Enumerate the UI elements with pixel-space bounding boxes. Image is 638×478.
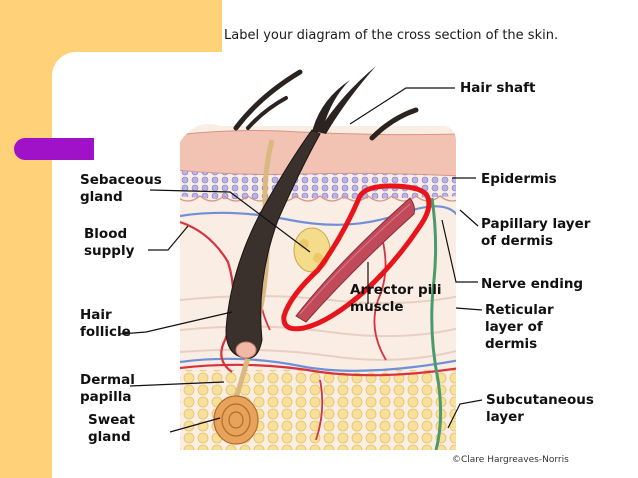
- label-line: supply: [84, 242, 135, 259]
- label-line: gland: [80, 188, 123, 205]
- label-reticular-layer: Reticular layer of dermis: [485, 302, 554, 353]
- label-epidermis: Epidermis: [481, 171, 557, 187]
- label-line: Hair: [80, 307, 112, 323]
- label-sweat-gland: Sweat gland: [88, 412, 135, 446]
- label-blood-supply: Blood supply: [84, 226, 134, 260]
- blue-vessel: [180, 357, 456, 372]
- hair-strand: [369, 107, 419, 141]
- skin-block: [180, 124, 456, 450]
- sweat-gland-coil: [213, 395, 259, 445]
- label-hair-shaft: Hair shaft: [460, 80, 536, 96]
- label-line: Sebaceous: [80, 172, 162, 188]
- label-hair-follicle: Hair follicle: [80, 307, 131, 341]
- label-line: dermis: [485, 335, 538, 352]
- label-line: follicle: [80, 323, 131, 340]
- reticular-fiber: [180, 295, 456, 305]
- red-vessel: [373, 229, 387, 361]
- label-line: muscle: [350, 298, 404, 315]
- blue-vessel: [180, 205, 456, 226]
- red-vessel: [180, 363, 456, 377]
- label-line: layer of: [485, 318, 543, 335]
- label-line: Papillary layer: [481, 216, 591, 232]
- red-vessel: [315, 379, 324, 441]
- basal-cell-layer: [180, 170, 456, 200]
- nerve-fiber: [430, 197, 443, 450]
- hair-shaft-main: [318, 66, 376, 134]
- dermal-papilla-shape: [235, 341, 257, 359]
- credit-text: ©Clare Hargreaves-Norris: [452, 455, 569, 465]
- label-line: of dermis: [481, 232, 554, 249]
- label-dermal-papilla: Dermal papilla: [80, 372, 135, 406]
- red-highlight-outline: [281, 183, 432, 332]
- arrector-pili-muscle: [295, 197, 415, 323]
- label-line: gland: [88, 428, 131, 445]
- label-sebaceous-gland: Sebaceous gland: [80, 172, 162, 206]
- label-line: Subcutaneous: [486, 392, 594, 408]
- label-line: Reticular: [485, 302, 554, 318]
- label-arrector-pili: Arrector pili muscle: [350, 282, 442, 316]
- hair-strand: [246, 96, 288, 130]
- sebaceous-gland-shape: [293, 227, 331, 273]
- label-line: layer: [486, 408, 524, 425]
- leader-lines: [119, 87, 483, 433]
- page-title: Label your diagram of the cross section …: [224, 28, 559, 43]
- reticular-fiber: [180, 348, 456, 361]
- hair-shaft-main: [312, 80, 350, 132]
- papillary-wave: [180, 195, 456, 202]
- label-subcutaneous-layer: Subcutaneous layer: [486, 392, 594, 426]
- label-line: Dermal: [80, 372, 135, 388]
- slide-tab-marker: [14, 138, 94, 160]
- label-line: Blood: [84, 226, 128, 242]
- label-papillary-layer: Papillary layer of dermis: [481, 216, 590, 250]
- hair-strand: [233, 69, 303, 131]
- label-line: papilla: [80, 388, 132, 405]
- muscle-striation: [299, 203, 411, 315]
- label-line: Arrector pili: [350, 282, 442, 298]
- label-nerve-ending: Nerve ending: [481, 276, 584, 292]
- label-line: Sweat: [88, 412, 135, 428]
